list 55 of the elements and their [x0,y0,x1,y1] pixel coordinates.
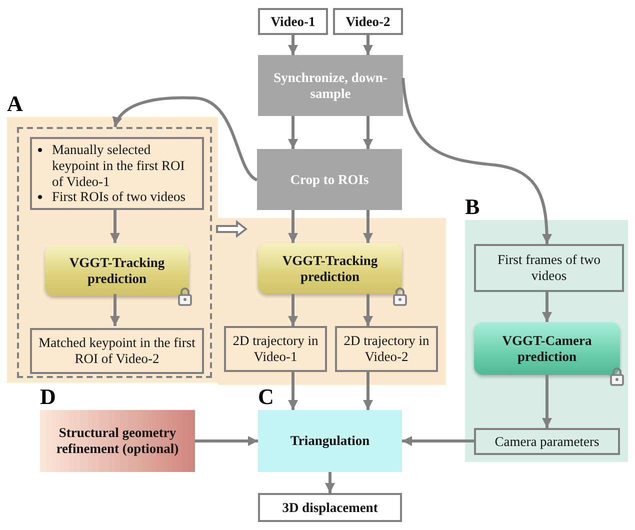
box-label: Crop to ROIs [290,172,369,188]
arrow [402,436,474,446]
panel-letter: B [465,196,480,218]
process-box [258,55,403,116]
box-label: Structural geometry refinement (optional) [55,425,180,457]
arrow [363,35,373,55]
arrow [363,116,373,149]
arrow [325,472,335,493]
output-box [258,493,402,522]
arrow [542,375,552,428]
box-label: 3D displacement [282,500,378,516]
box-label: Triangulation [290,433,370,449]
box-label: VGGT-Tracking prediction [281,252,379,284]
arrow [363,294,373,326]
arrow [288,210,298,243]
box-label: 2D trajectory in Video-2 [342,333,430,365]
panel-letter: D [40,386,56,408]
input-box [258,8,328,35]
box-label: First frames of two videos [496,252,602,284]
box-label: Video-1 [270,14,316,30]
data-box [474,428,620,455]
data-box [474,244,624,292]
model-box [45,245,189,296]
box-label: Camera parameters [494,434,600,450]
arrow [402,78,552,244]
box-label: 2D trajectory in Video-1 [232,333,320,365]
output-box [224,326,327,372]
arrow [288,35,298,55]
arrow [363,372,373,410]
arrow [113,96,258,182]
input-box [30,137,204,210]
arrow [195,436,258,446]
arrow [363,210,373,243]
arrow [110,208,120,243]
box-label: VGGT-Tracking prediction [68,254,166,286]
hollow-arrow [216,220,248,238]
box-label: VGGT-Camera prediction [501,332,593,364]
box-label: Matched keypoint in the first ROI of Video-2 [38,335,196,367]
arrow [542,292,552,322]
list-item: First ROIs of two videos [52,189,186,205]
output-box [335,326,438,372]
model-box [474,322,620,375]
box-label: Synchronize, down-sample [272,70,388,102]
output-box [30,328,204,374]
panel-letter: C [258,386,274,408]
arrow [288,294,298,326]
arrow [288,372,298,410]
model-box [258,243,402,294]
list-item: Manually selected keypoint in the first ROI of Video-1 [52,142,186,190]
panel-letter: A [7,93,23,115]
process-box [257,149,402,210]
arrow [110,294,120,326]
arrow [288,116,298,149]
box-label: Video-2 [346,14,390,30]
input-box [333,8,403,35]
